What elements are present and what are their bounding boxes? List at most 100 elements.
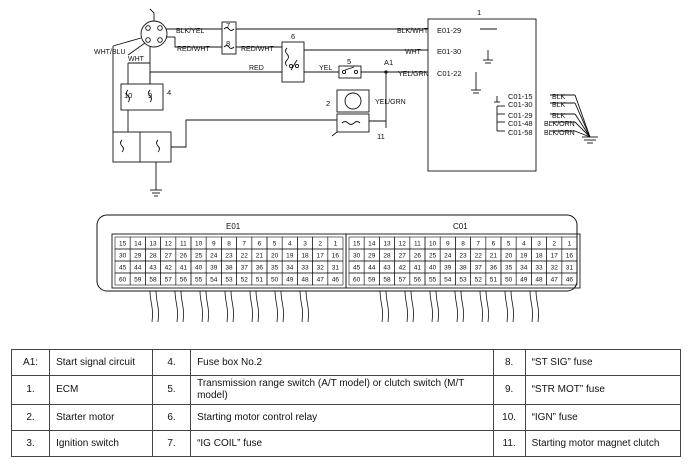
harness-wire [510,290,514,323]
legend-number: 9. [492,375,526,405]
callout-6: 6 [291,32,295,41]
connector-pin-label: 32 [317,265,325,272]
connector-pin-label: 47 [551,277,559,284]
connector-pin-label: 41 [414,265,422,272]
connector-pin-label: 36 [256,265,264,272]
legend-number: 10. [492,404,526,431]
callout-11: 11 [377,132,385,141]
connector-pin-label: 42 [165,265,173,272]
callout-10: 10 [124,91,132,100]
connector-pin-label: 33 [301,265,309,272]
wiring-diagram: BLK/YEL RED/WHT RED/WHT WHT/BLU WHT RED … [94,8,598,323]
ignition-coil-block [112,131,172,163]
connector-pin-label: 60 [119,277,127,284]
terminal-c01-58: C01-58 [508,128,533,137]
connector-pin-label: 4 [522,241,526,248]
connector-pin-label: 22 [475,253,483,260]
connector-pin-label: 7 [476,241,480,248]
callout-a1: A1 [384,58,393,67]
starting-motor-magnet-clutch [336,113,370,133]
connector-pin-label: 25 [429,253,437,260]
connector-pin-label: 52 [241,277,249,284]
connector-pin-label: 36 [490,265,498,272]
harness-wire [155,290,159,323]
connector-pin-label: 24 [210,253,218,260]
connector-pin-label: 28 [149,253,157,260]
starting-motor-control-relay [281,41,305,83]
harness-wire [199,290,203,323]
connector-c01-frame [345,233,581,289]
connector-pin-label: 33 [535,265,543,272]
legend-text: “IGN” fuse [524,404,682,431]
schematic [112,8,598,197]
connector-pin-label: 37 [241,265,249,272]
connector-pin-label: 30 [353,253,361,260]
connector-pin-label: 14 [134,241,142,248]
connector-pin-label: 25 [195,253,203,260]
connector-pin-label: 27 [165,253,173,260]
connector-pin-label: 39 [444,265,452,272]
wire-label-blk-2: BLK [552,102,566,109]
legend-text: Ignition switch [49,430,153,457]
connector-pin-label: 1 [334,241,338,248]
harness-wire [174,290,178,323]
connector-pin-label: 38 [225,265,233,272]
legend-text: Starting motor control relay [190,404,494,431]
connector-pin-label: 32 [551,265,559,272]
connector-pin-label: 55 [195,277,203,284]
legend-number: 7. [151,430,192,457]
harness-wire [205,290,209,323]
terminal-c01-15: C01-15 [508,92,533,101]
wire-label-blk-orn-1: BLK/ORN [544,121,575,128]
harness-wire [274,290,278,323]
wire-label-yel-grn-ecm: YEL/GRN [398,71,429,78]
connector-pin-label: 52 [475,277,483,284]
connector-pin-label: 42 [399,265,407,272]
connector-pin-label: 16 [566,253,574,260]
connector-pin-label: 7 [242,241,246,248]
legend-number: 4. [151,349,192,376]
connector-pin-label: 46 [332,277,340,284]
fuse-box-no2 [120,83,164,111]
connector-pin-label: 8 [461,241,465,248]
harness-wire [255,290,259,323]
connector-pin-label: 39 [210,265,218,272]
connector-pin-label: 8 [227,241,231,248]
connector-pin-label: 35 [505,265,513,272]
legend-row: 3. Ignition switch 7. “IG COIL” fuse 11.… [10,430,682,457]
terminal-e01-30: E01-30 [437,47,461,56]
connector-pin-label: 13 [383,241,391,248]
connector-pin-label: 34 [520,265,528,272]
wire-label-wht-short: WHT [128,56,145,63]
connector-pin-label: 20 [271,253,279,260]
harness-wire [479,290,483,323]
wire-label-yel-grn-motor: YEL/GRN [375,99,406,106]
connector-pin-label: 12 [399,241,407,248]
connector-pin-label: 43 [149,265,157,272]
connector-pin-label: 48 [535,277,543,284]
wire-label-blk-1: BLK [552,94,566,101]
connector-pin-label: 3 [303,241,307,248]
connector-pin-label: 40 [429,265,437,272]
harness-wire [305,290,309,323]
callout-4: 4 [167,88,171,97]
connector-pin-label: 4 [288,241,292,248]
connector-pin-label: 37 [475,265,483,272]
connector-pin-label: 45 [353,265,361,272]
connector-pin-label: 9 [446,241,450,248]
connector-pin-label: 54 [444,277,452,284]
connector-pin-label: 31 [566,265,574,272]
legend-row: 1. ECM 5. Transmission range switch (A/T… [10,375,682,405]
connector-pin-label: 9 [212,241,216,248]
connector-pin-label: 49 [520,277,528,284]
connector-pin-label: 54 [210,277,218,284]
legend-text: “IG COIL” fuse [190,430,494,457]
connector-pin-label: 17 [317,253,325,260]
connector-pin-label: 10 [195,241,203,248]
terminal-c01-30: C01-30 [508,100,533,109]
connector-pin-label: 5 [507,241,511,248]
harness-wire [299,290,303,323]
connector-pin-label: 49 [286,277,294,284]
